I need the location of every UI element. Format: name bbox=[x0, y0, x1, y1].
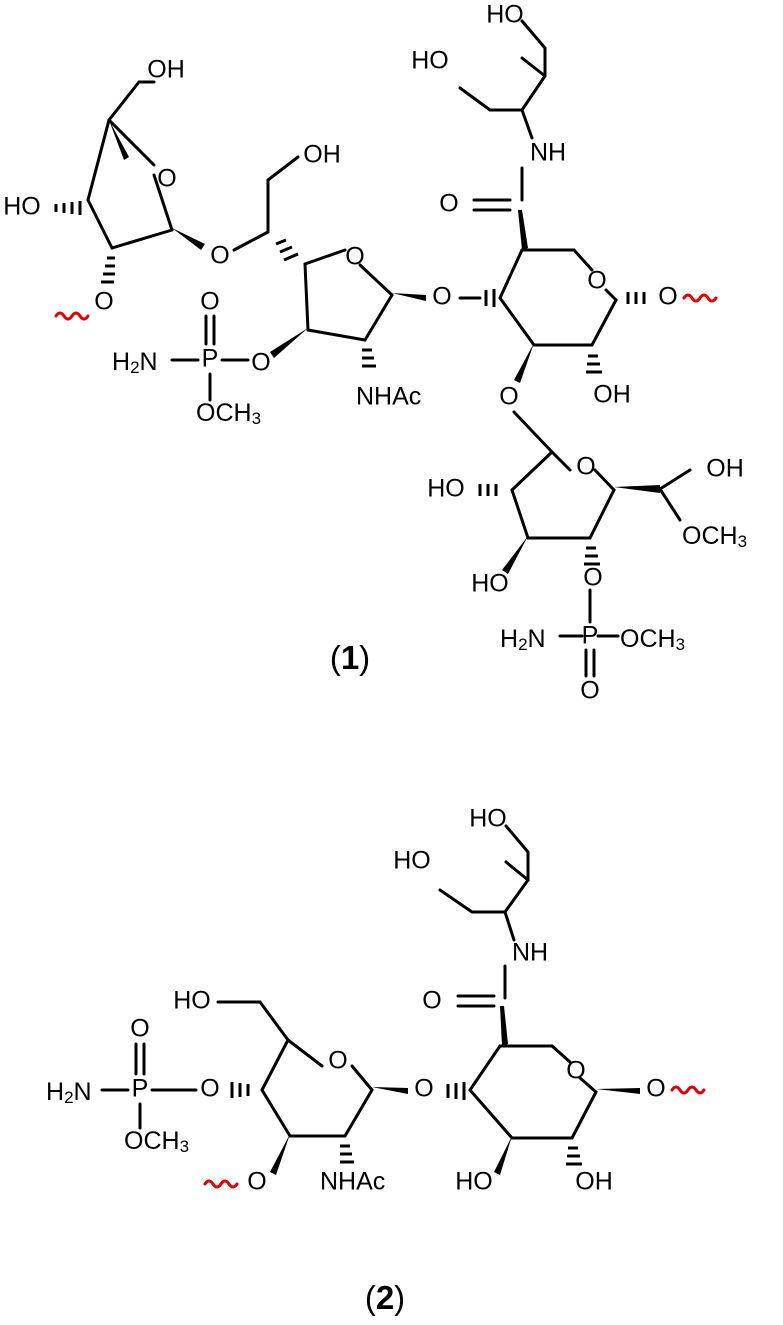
glucosamine-ring: HO O O O O NHAc bbox=[173, 987, 433, 1196]
label-o-link: O bbox=[414, 1075, 433, 1103]
label-o-anomer: O bbox=[646, 1075, 665, 1103]
label-o-anomer: O bbox=[658, 283, 677, 311]
phosphoramidate-2: P H2N OCH3 O bbox=[500, 622, 685, 705]
attachment-squiggle bbox=[670, 1085, 706, 1095]
label-o-link: O bbox=[499, 383, 518, 411]
label-o: O bbox=[130, 1015, 149, 1043]
serinol-amide-1: HO HO NH O bbox=[411, 1, 566, 218]
label-nhac: NHAc bbox=[356, 383, 421, 411]
pyranose-ring-3: O O HO OH bbox=[446, 1006, 706, 1196]
label-och3: OCH3 bbox=[682, 522, 747, 552]
compound-number-2: (2) bbox=[365, 1279, 405, 1316]
compound-number-1: (1) bbox=[330, 639, 370, 676]
label-h2n: H2N bbox=[500, 625, 546, 655]
label-ho: HO bbox=[173, 987, 211, 1015]
attachment-squiggle bbox=[54, 311, 90, 321]
label-p: P bbox=[202, 345, 219, 373]
label-o-ring: O bbox=[576, 453, 595, 481]
label-o-ester: O bbox=[583, 564, 602, 592]
serinol-amide-2: HO HO NH O bbox=[393, 805, 548, 1015]
label-och3: OCH3 bbox=[620, 625, 685, 655]
label-och3: OCH3 bbox=[196, 399, 261, 429]
label-oh: OH bbox=[303, 141, 341, 169]
label-o-ester: O bbox=[200, 1075, 219, 1103]
furanose-ring-left: OH HO O O O bbox=[3, 56, 230, 321]
label-nh: NH bbox=[530, 139, 566, 167]
label-o-carbonyl: O bbox=[439, 190, 458, 218]
compound-1: HO HO NH O OH HO O O bbox=[3, 1, 747, 705]
label-o-link: O bbox=[210, 242, 229, 270]
phosphoramidate-1: O P H2N OCH3 bbox=[112, 288, 261, 429]
label-h2n: H2N bbox=[112, 348, 158, 378]
label-o: O bbox=[200, 288, 219, 316]
label-ho: HO bbox=[393, 847, 431, 875]
attachment-squiggle bbox=[682, 293, 718, 303]
label-o-ester: O bbox=[251, 349, 270, 377]
label-o-ring: O bbox=[157, 165, 176, 193]
label-o-ring: O bbox=[587, 267, 606, 295]
label-o-stub: O bbox=[94, 288, 113, 316]
label-ho: HO bbox=[427, 475, 465, 503]
label-nhac: NHAc bbox=[320, 1168, 385, 1196]
label-p: P bbox=[582, 622, 599, 650]
label-nh: NH bbox=[512, 939, 548, 967]
label-ho: HO bbox=[486, 1, 524, 29]
label-oh: OH bbox=[706, 455, 744, 483]
pyranose-ring-1: O O OH O bbox=[458, 210, 718, 411]
label-o-link: O bbox=[432, 283, 451, 311]
phosphoramidate-3: O P H2N OCH3 bbox=[46, 1015, 198, 1157]
attachment-squiggle bbox=[203, 1179, 239, 1189]
label-o-carbonyl: O bbox=[422, 987, 441, 1015]
label-oh: OH bbox=[147, 56, 185, 84]
furanose-ring-center: OH O O O NHAc bbox=[232, 141, 452, 411]
label-ho: HO bbox=[455, 1168, 493, 1196]
label-oh: OH bbox=[575, 1168, 613, 1196]
label-o-ring: O bbox=[328, 1047, 347, 1075]
label-ho: HO bbox=[471, 570, 509, 598]
label-o-stub: O bbox=[247, 1168, 266, 1196]
label-oh: OH bbox=[593, 381, 631, 409]
label-o-ring: O bbox=[345, 243, 364, 271]
pyranose-ring-2: O OH HO OCH3 HO O bbox=[427, 410, 747, 624]
label-ho: HO bbox=[3, 193, 41, 221]
label-h2n: H2N bbox=[46, 1078, 92, 1108]
compound-2: HO HO NH O HO O O O O bbox=[46, 805, 706, 1316]
label-ho: HO bbox=[469, 805, 507, 833]
label-o-ring: O bbox=[566, 1057, 585, 1085]
label-och3: OCH3 bbox=[124, 1127, 189, 1157]
label-o: O bbox=[580, 677, 599, 705]
label-ho: HO bbox=[411, 47, 449, 75]
label-p: P bbox=[132, 1075, 149, 1103]
